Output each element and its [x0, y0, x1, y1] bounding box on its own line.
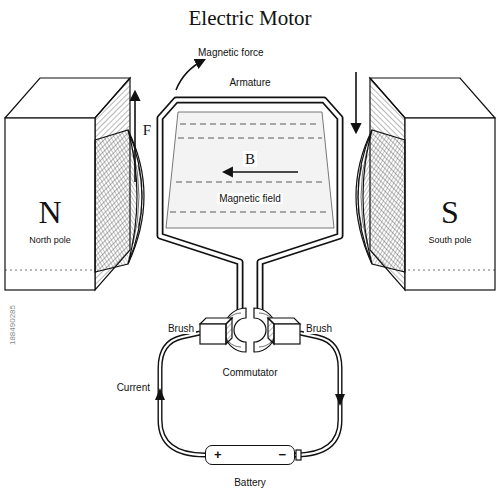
label-holder: 188490285: [1, 287, 19, 363]
circuit-wires: [155, 333, 345, 455]
terminal-sign: +: [212, 448, 224, 463]
watermark: 188490285: [8, 303, 17, 347]
terminal-sign: −: [276, 448, 288, 463]
label-holder: Magnetic field: [195, 188, 305, 206]
label-holder: Armature: [215, 72, 285, 90]
part-label: Brush: [304, 323, 334, 334]
label-holder: Magnetic force: [196, 42, 306, 60]
label-holder: Brush: [140, 318, 196, 336]
part-label: Current: [115, 382, 152, 393]
label-holder: Current: [80, 377, 152, 395]
battery-cap: [296, 450, 301, 460]
title: Electric Motor: [0, 6, 500, 30]
part-label: Armature: [227, 77, 272, 88]
commutator-ring: [224, 308, 276, 352]
label-holder: Battery: [200, 472, 300, 490]
title-text: Electric Motor: [186, 6, 313, 30]
label-holder: Brush: [304, 318, 360, 336]
north-magnet: [5, 78, 144, 290]
brush-blocks: [200, 318, 300, 344]
magnet-face: S South pole: [410, 175, 490, 265]
pole-name: South pole: [426, 235, 473, 245]
battery-body: +−: [205, 445, 295, 465]
part-label: Brush: [166, 323, 196, 334]
part-label: Battery: [232, 477, 268, 488]
pole-letter: S: [439, 194, 461, 231]
force-arrows: [135, 60, 356, 182]
label-holder: B: [238, 150, 262, 168]
part-label: Magnetic force: [196, 47, 266, 58]
part-label: F: [141, 122, 153, 138]
magnet-face: N North pole: [10, 175, 90, 265]
label-holder: Commutator: [195, 362, 305, 380]
part-label: B: [243, 151, 257, 167]
armature-coil: [160, 100, 340, 312]
part-label: Magnetic field: [217, 193, 283, 204]
field-plate: [166, 112, 334, 228]
label-holder: F: [139, 121, 155, 139]
pole-name: North pole: [27, 235, 73, 245]
pole-letter: N: [36, 194, 63, 231]
south-magnet: [356, 78, 495, 290]
part-label: Commutator: [220, 367, 279, 378]
